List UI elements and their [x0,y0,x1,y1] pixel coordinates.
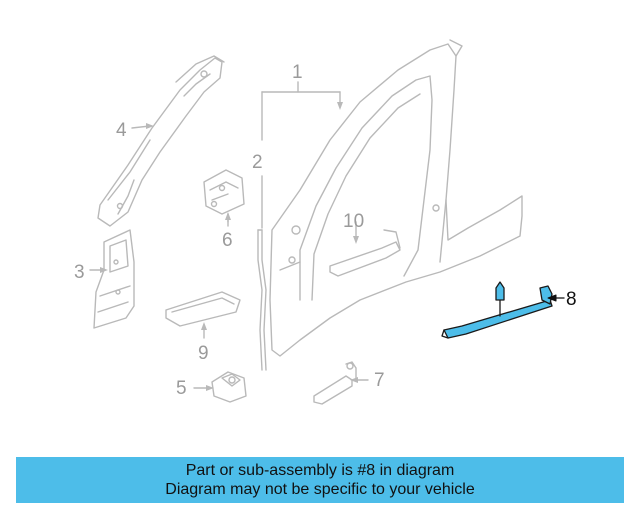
part-6-hinge-bracket [203,169,245,227]
part-3-lower-reinforcement [93,229,135,329]
part-7-bracket [313,361,357,405]
info-banner: Part or sub-assembly is #8 in diagram Di… [16,457,624,503]
part-9-floor-patch [165,291,241,327]
banner-line-part: Part or sub-assembly is #8 in diagram [185,462,455,479]
part-1-body-side [269,39,523,357]
callout-10: 10 [343,211,365,232]
callout-9: 9 [198,343,209,364]
part-2-seal-strip [257,229,267,371]
callout-1: 1 [292,62,303,83]
parts-diagram: 1 2 3 4 5 6 7 8 9 10 [74,39,577,405]
part-4-pillar-reinforcement [97,55,225,227]
callout-3: 3 [74,262,85,283]
callout-8: 8 [566,289,577,310]
callout-2: 2 [252,152,263,173]
part-5-bracket [211,371,247,403]
part-8-rocker-reinforcement [441,281,565,339]
callout-5: 5 [176,378,187,399]
diagram-drawing [89,39,565,405]
callout-6: 6 [222,230,233,251]
callout-4: 4 [116,120,127,141]
banner-line-disclaimer: Diagram may not be specific to your vehi… [165,481,475,498]
part-10-sill-piece [329,229,401,277]
leader-arrowheads [100,102,359,391]
callout-7: 7 [374,370,385,391]
